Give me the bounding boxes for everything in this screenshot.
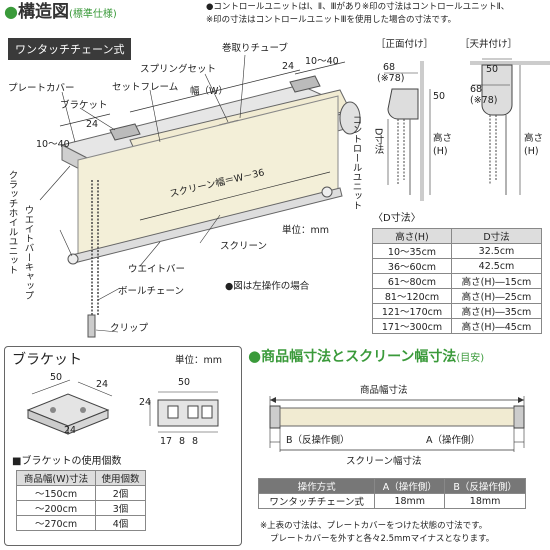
front-dim-h: 50	[433, 91, 446, 102]
mount-front-title: ［正面付け］	[376, 39, 434, 50]
bracket-drawing	[26, 379, 219, 435]
label-weight-bar: ウエイトバー	[128, 264, 186, 275]
width-table-header: B（反操作側）	[444, 478, 526, 494]
bracket-dim-50: 50	[50, 372, 63, 383]
width-table-header: A（操作側）	[374, 478, 446, 494]
label-dim-10-40: 10～40	[36, 139, 70, 150]
bracket-dim-24b: 24	[64, 425, 77, 436]
label-plate-cover: プレートカバー	[8, 83, 75, 94]
label-dim-24b: 24	[282, 61, 295, 72]
label-spring-set: スプリングセット	[140, 64, 217, 75]
label-left-op-note: ●図は左操作の場合	[225, 281, 310, 292]
ceiling-dim-w2: 68	[470, 84, 483, 95]
label-dim-10-40b: 10～40	[305, 56, 339, 67]
bracket-count-title: ■ブラケットの使用個数	[12, 456, 122, 467]
mounting-diagrams	[384, 58, 550, 201]
front-dim-w: 68	[383, 62, 396, 73]
label-ball-chain: ボールチェーン	[118, 286, 185, 297]
width-diagram	[269, 396, 525, 452]
bracket-table-header: 使用個数	[95, 470, 146, 486]
label-screen: スクリーン	[220, 241, 268, 252]
bracket-dim-8a: 8	[179, 436, 186, 447]
ceiling-dim-w3: (※78)	[470, 95, 498, 106]
bracket-section	[4, 346, 242, 546]
model-label: ワンタッチチェーン式	[8, 38, 132, 60]
screen-width-label: スクリーン幅寸法	[346, 456, 422, 467]
d-table-title: 〈D寸法〉	[373, 213, 421, 224]
label-unit: 単位：mm	[282, 225, 330, 236]
a-side-label: A（操作側）	[426, 435, 480, 446]
product-note-1: ※上表の寸法は、プレートカバーをつけた状態の寸法です。	[260, 521, 488, 531]
front-dim-w2: (※78)	[377, 73, 405, 84]
label-width: 幅（W）	[190, 86, 228, 97]
label-clutch-holder: クラッチホイルユニット	[6, 170, 18, 275]
label-winding-tube: 巻取りチューブ	[222, 43, 288, 54]
width-table-header: 操作方式	[257, 478, 376, 494]
bracket-unit: 単位：mm	[175, 355, 223, 366]
label-clip: クリップ	[110, 323, 149, 334]
header-note-1: ●コントロールユニットはⅠ、Ⅱ、Ⅲがあり※印の寸法はコントロールユニットⅡ、	[206, 2, 510, 12]
front-dim-d: D寸法	[372, 128, 384, 155]
section-title-structure: ●構造図(標準仕様)	[4, 2, 117, 22]
ceiling-dim-height: 高さ	[524, 133, 544, 144]
bracket-dim-top50: 50	[178, 377, 191, 388]
ceiling-dim-w: 50	[486, 64, 499, 75]
label-set-frame: セットフレーム	[112, 82, 179, 93]
bullet-icon: ●	[248, 347, 262, 365]
d-table-header: D寸法	[450, 228, 543, 244]
label-bracket: ブラケット	[60, 100, 108, 111]
bracket-dim-side24: 24	[139, 397, 152, 408]
mount-ceiling-title: ［天井付け］	[460, 39, 518, 50]
header-note-2: ※印の寸法はコントロールユニットⅢを使用した場合の寸法です。	[206, 15, 457, 25]
label-dim-24: 24	[86, 119, 99, 130]
bullet-icon: ●	[4, 2, 18, 21]
section-title-product: ●商品幅寸法とスクリーン幅寸法(目安)	[248, 347, 485, 365]
d-table-header: 高さ(H)	[372, 228, 452, 244]
b-side-label: B（反操作側）	[286, 435, 350, 446]
ceiling-dim-height-h: (H)	[524, 146, 539, 157]
bracket-table-header: 商品幅(W)寸法	[15, 470, 97, 486]
blind-structure-diagram	[39, 54, 361, 338]
bracket-dim-24: 24	[96, 379, 109, 390]
product-width-label: 商品幅寸法	[360, 385, 408, 396]
front-dim-height-h: (H)	[433, 146, 448, 157]
bracket-dim-8b: 8	[192, 436, 199, 447]
label-control-unit: コントロールユニット	[350, 115, 362, 210]
bracket-dim-17: 17	[160, 436, 173, 447]
front-dim-height: 高さ	[433, 133, 453, 144]
product-note-2: プレートカバーを外すと各々2.5mmマイナスとなります。	[270, 534, 495, 544]
label-weight-bar-cap: ウエイトバーキャップ	[22, 205, 34, 300]
bracket-title: ブラケット	[12, 352, 82, 368]
